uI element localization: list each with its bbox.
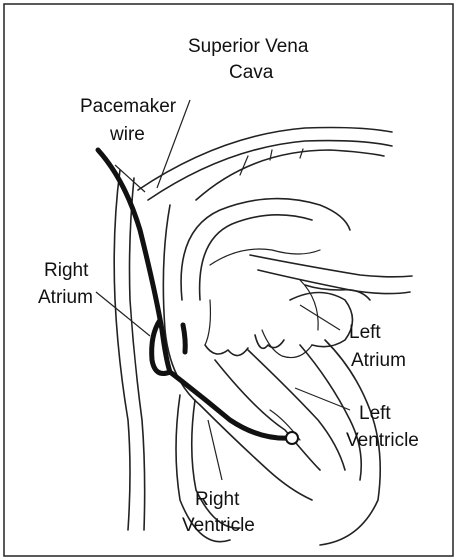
left-ventricle-label-line2: Ventricle	[346, 430, 419, 451]
left-atrium-label-line1: Left	[349, 322, 381, 343]
aorta	[181, 199, 412, 330]
right-ventricle-label-line1: Right	[195, 489, 240, 510]
heart-valves	[205, 300, 284, 356]
left-ventricle-label-line1: Left	[359, 403, 391, 424]
right-atrium-label-line1: Right	[44, 260, 89, 281]
leader-lines	[96, 100, 350, 480]
left-atrium-label-line2: Atrium	[351, 350, 406, 371]
svc-label-line2: Cava	[229, 62, 274, 83]
right-ventricle-label-line2: Ventricle	[182, 515, 255, 536]
svc-label-line1: Superior Vena	[188, 36, 309, 57]
right-atrium-label-line2: Atrium	[38, 287, 93, 308]
pacemaker-wire	[98, 150, 290, 438]
pacemaker-label-line1: Pacemaker	[80, 96, 177, 117]
lead-tip-icon	[286, 432, 298, 444]
pacemaker-label-line2: wire	[109, 124, 145, 145]
